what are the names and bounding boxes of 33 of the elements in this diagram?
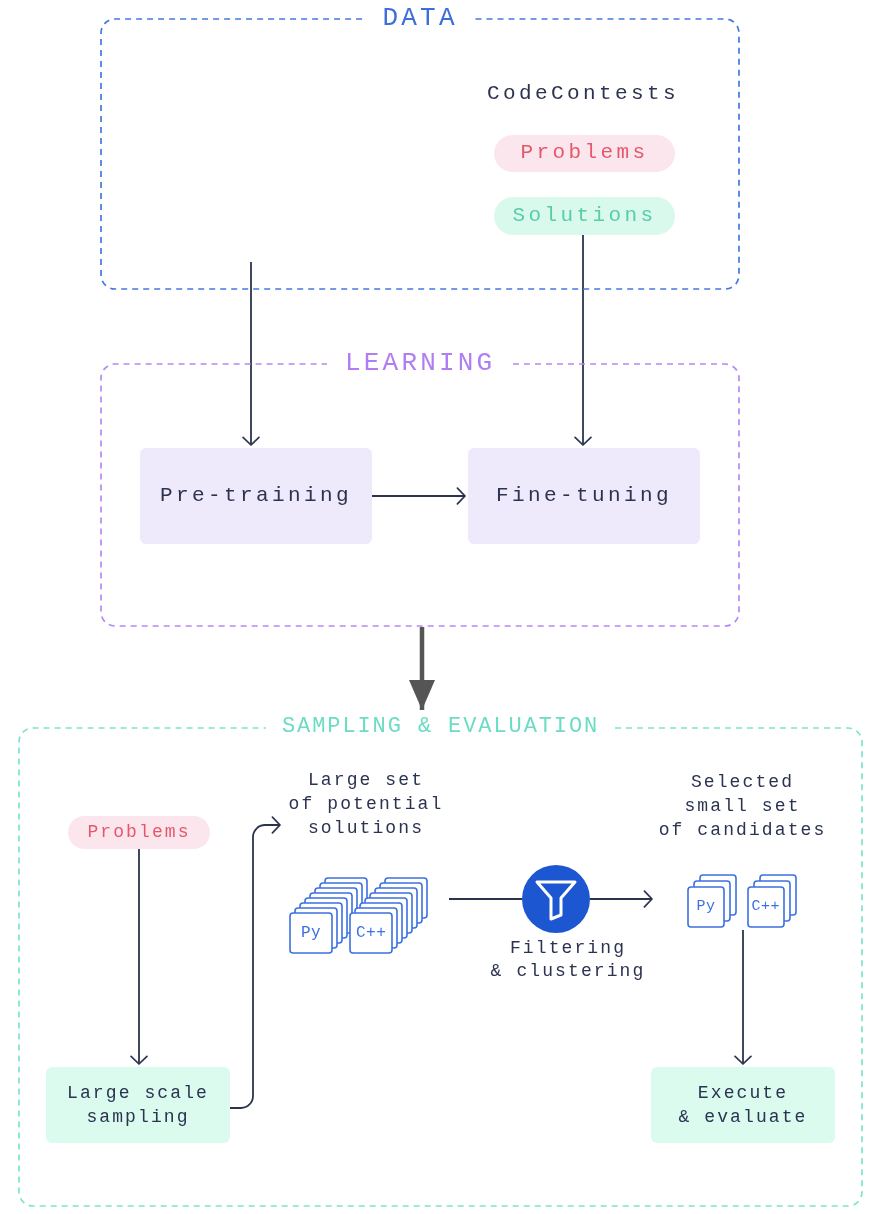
process-box — [46, 1067, 230, 1143]
section-title: DATA — [382, 2, 458, 34]
arrow — [574, 234, 592, 446]
language-label: Py — [696, 898, 716, 916]
tag-label: Solutions — [512, 203, 657, 229]
data-tag — [494, 135, 675, 172]
arrow — [371, 487, 466, 505]
process-box — [140, 448, 372, 544]
arrow — [242, 261, 260, 446]
arrow — [229, 816, 281, 1109]
set-heading: Selected small set of candidates — [657, 771, 828, 842]
language-label: C++ — [356, 924, 387, 942]
thick-arrow — [409, 627, 435, 710]
section-title: LEARNING — [345, 347, 496, 379]
data-tag — [68, 816, 210, 849]
arrow — [734, 929, 752, 1065]
step-label: Execute & evaluate — [678, 1082, 808, 1129]
step-label: Pre-training — [160, 483, 352, 509]
process-box — [651, 1067, 835, 1143]
connector-line — [448, 898, 523, 900]
arrow — [589, 890, 653, 908]
source-label: CodeContests — [486, 81, 680, 107]
step-label: Fine-tuning — [496, 483, 672, 509]
tag-label: Problems — [87, 822, 191, 843]
step-label: Large scale sampling — [67, 1082, 209, 1129]
set-heading: Large set of potential solutions — [287, 769, 445, 840]
data-tag — [494, 197, 675, 235]
language-label: C++ — [751, 898, 780, 916]
section-title: SAMPLING & EVALUATION — [282, 713, 600, 741]
tag-label: Problems — [520, 141, 649, 166]
node-caption: Filtering & clustering — [489, 937, 647, 983]
language-label: Py — [301, 924, 322, 942]
arrow — [130, 848, 148, 1065]
